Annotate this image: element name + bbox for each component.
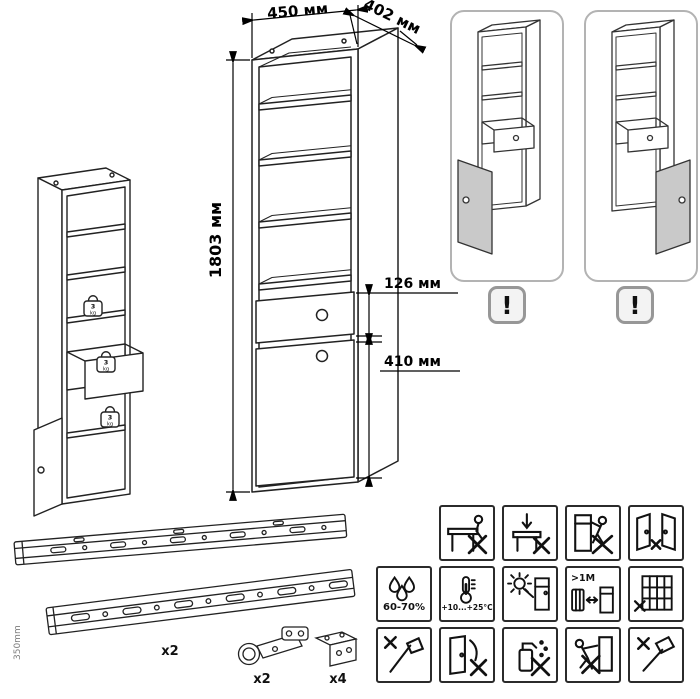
care-cell-no-leaning-doors (628, 505, 684, 561)
heat-distance-label: >1М (571, 573, 596, 585)
no-sitting-icon (447, 514, 488, 555)
no-axe-icon (383, 635, 425, 673)
slide-length-label: 350mm (13, 625, 23, 660)
width-dimension-label: 450 мм (266, 0, 328, 23)
weight-unit: kg (107, 422, 113, 428)
iso-shelf (66, 266, 126, 281)
hardware-labels: x2 x2 x4 350mm (13, 625, 347, 687)
screw-hole (109, 172, 115, 178)
detached-door (655, 159, 691, 255)
warning-panel-drawer-door-left (450, 10, 564, 282)
door-dimension-label: 410 мм (384, 354, 441, 370)
weight-value: 3 (108, 414, 113, 422)
screw-hole (269, 48, 275, 54)
drawer-front (255, 291, 355, 344)
hinge-qty-label: x2 (253, 672, 270, 687)
shelf (258, 150, 352, 167)
iso-open-door (33, 417, 63, 517)
humidity-drops-icon (388, 575, 415, 601)
hinge-drawing (237, 626, 309, 666)
iso-inner-frame (66, 186, 126, 499)
iso-cabinet-drawing: 3 kg 3 kg 3 kg (33, 167, 144, 517)
care-cell-heat-distance: >1М (565, 566, 621, 622)
no-leaning-on-doors-icon (636, 512, 676, 552)
care-cell-no-radiator (628, 566, 684, 622)
height-dimension-label: 1803 мм (206, 202, 225, 278)
care-cell-no-hammering (628, 627, 684, 683)
drawer-dimension-label: 126 мм (384, 276, 441, 292)
care-cell-no-climbing (565, 505, 621, 561)
cabinet-side-face (357, 27, 399, 483)
no-door-slam-icon (449, 634, 488, 677)
weight-unit: kg (90, 311, 96, 317)
shelf (258, 212, 352, 229)
weight-value: 3 (91, 303, 96, 311)
exclamation-mark: ! (501, 290, 513, 320)
shelf-depth-line (258, 89, 352, 105)
depth-arrow (342, 7, 427, 54)
no-radiator-icon (633, 575, 673, 612)
care-cell-no-standing (502, 505, 558, 561)
bracket-qty-label: x4 (329, 672, 346, 687)
shelf-depth-line (258, 207, 352, 223)
weight-unit: kg (103, 367, 109, 373)
door-front (255, 339, 355, 487)
no-aggressive-cleaners-icon (518, 640, 551, 677)
drawer-knob (315, 308, 329, 322)
care-cell-temperature: +10...+25°C (439, 566, 495, 622)
sunlight-cabinet-icon (507, 572, 550, 611)
no-hammer-icon (636, 635, 676, 672)
no-climbing-icon (574, 514, 614, 555)
care-cell-no-pushing (565, 627, 621, 683)
screw-hole (53, 180, 59, 186)
shelf (258, 274, 352, 291)
bracket-drawing (314, 631, 358, 667)
care-cell-no-door-slam (439, 627, 495, 683)
care-cell-no-sitting (439, 505, 495, 561)
weight-3kg-icon: 3 kg (100, 406, 120, 428)
care-cell-no-chemicals (502, 627, 558, 683)
weight-3kg-icon: 3 kg (96, 351, 116, 373)
thermometer-icon (460, 575, 476, 604)
shelf-depth-line (258, 269, 352, 285)
drawer-slide-rail-1 (13, 513, 348, 566)
interior-depth-lines (258, 46, 352, 68)
main-cabinet-drawing (251, 27, 399, 493)
humidity-range-label: 60-70% (382, 601, 425, 613)
slide-qty-label: x2 (161, 644, 178, 659)
warning-exclamation-badge: ! (488, 286, 526, 324)
weight-3kg-icon: 3 kg (83, 295, 103, 317)
radiator-distance-icon (571, 586, 614, 614)
weight-value: 3 (104, 359, 109, 367)
screw-hole (341, 38, 347, 44)
care-cell-no-sharp-tools (376, 627, 432, 683)
door-knob (315, 349, 329, 363)
shelf (258, 94, 352, 111)
width-arrow (241, 4, 369, 26)
temperature-range-label: +10...+25°C (441, 602, 493, 612)
warning-panel-drawer-door-right (584, 10, 698, 282)
shelf-depth-line (258, 145, 352, 161)
care-cell-avoid-sunlight (502, 566, 558, 622)
detached-door (457, 159, 493, 255)
warning-cabinet-drawing (611, 19, 691, 255)
warning-exclamation-badge: ! (616, 286, 654, 324)
warning-cabinet-drawing (457, 19, 541, 255)
iso-shelf (66, 223, 126, 238)
exclamation-mark: ! (629, 290, 641, 320)
dimension-labels: 450 мм 402 мм 1803 мм 126 мм 410 мм (206, 0, 441, 370)
care-cell-humidity: 60-70% (376, 566, 432, 622)
no-standing-icon (512, 513, 551, 555)
hardware-drawings (13, 513, 358, 667)
dimension-lines (226, 4, 460, 501)
drawer-slide-rail-2 (45, 568, 356, 636)
no-pushing-icon (574, 636, 613, 675)
